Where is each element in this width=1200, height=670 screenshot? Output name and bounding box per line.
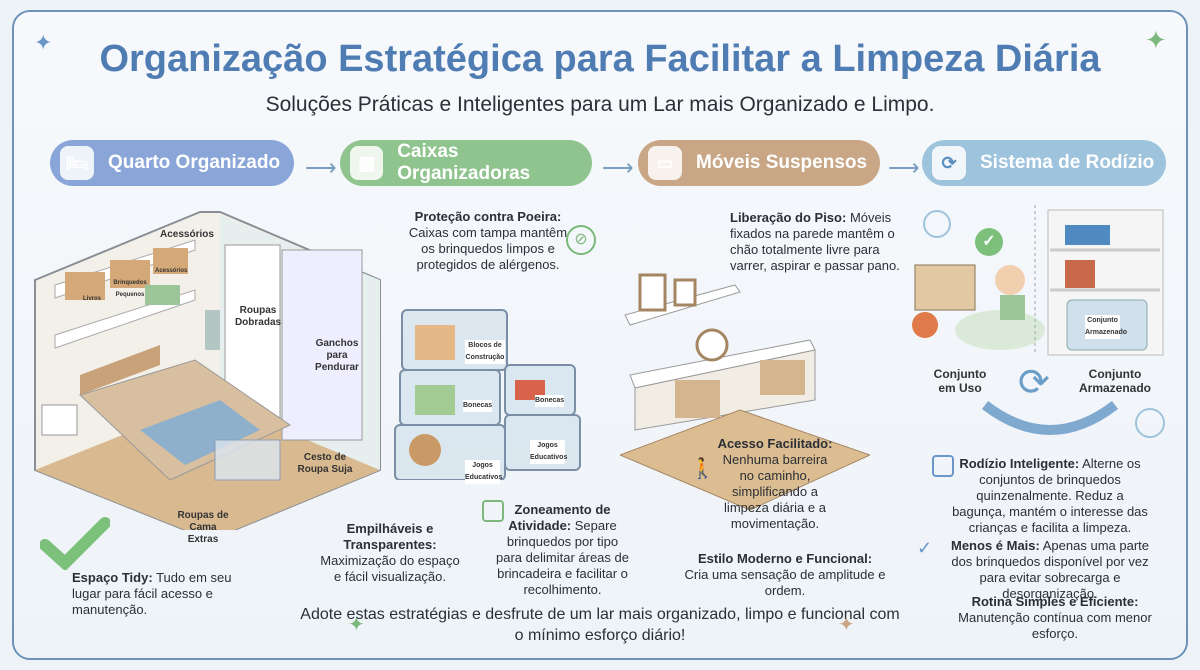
label-ganchos: Ganchos para Pendurar bbox=[315, 338, 359, 373]
bin-label: Conjunto Armazenado bbox=[1085, 315, 1127, 339]
calendar-icon bbox=[932, 455, 954, 477]
note-acesso-facilitado: Acesso Facilitado:Nenhuma barreira no ca… bbox=[717, 436, 833, 531]
step-label: Móveis Suspensos bbox=[696, 152, 868, 173]
box-label: Bonecas bbox=[463, 400, 493, 412]
note-rotina-simples: Rotina Simples e Eficiente:Manutenção co… bbox=[958, 594, 1152, 641]
step-label: Quarto Organizado bbox=[108, 152, 281, 173]
label-livros: Livros bbox=[83, 296, 102, 302]
arrow-right-icon: ⟶ bbox=[602, 155, 634, 180]
box-label: Bonecas bbox=[535, 395, 565, 407]
box-label: Blocos de Construção bbox=[465, 340, 505, 364]
boxes-icon: ▦ bbox=[350, 146, 384, 180]
label-cesto: Cesto de Roupa Suja bbox=[297, 452, 353, 475]
sparkle-icon: ✦ bbox=[34, 30, 53, 55]
bedroom-illustration bbox=[34, 211, 381, 530]
note-empilhaveis: Empilháveis e Transparentes:Maximização … bbox=[320, 521, 460, 584]
no-dust-icon: ⊘ bbox=[566, 225, 596, 255]
arrow-right-icon: ⟶ bbox=[888, 155, 920, 180]
label-conjunto-em-uso: Conjunto em Uso bbox=[933, 367, 987, 395]
label-acessorios: Acessórios bbox=[160, 229, 214, 240]
shelf-icon: ▭ bbox=[648, 146, 682, 180]
note-menos-e-mais: Menos é Mais: Apenas uma parte dos brinq… bbox=[951, 538, 1149, 601]
clock-icon bbox=[1135, 408, 1165, 438]
page-title: Organização Estratégica para Facilitar a… bbox=[99, 38, 1101, 80]
walking-person-icon: 🚶 bbox=[690, 458, 715, 480]
sparkle-icon: ✦ bbox=[838, 614, 855, 636]
floating-furniture-illustration bbox=[620, 273, 870, 511]
label-roupas-cama: Roupas de Cama Extras bbox=[177, 510, 229, 545]
label-roupas-dobradas: Roupas Dobradas bbox=[234, 305, 282, 328]
footer-message: Adote estas estratégias e desfrute de um… bbox=[300, 606, 900, 644]
check-badge-icon: ✓ bbox=[975, 228, 1003, 256]
label-brinquedos-pequenos: Brinquedos Pequenos bbox=[113, 280, 147, 298]
clock-icon bbox=[923, 210, 951, 238]
cycle-arrows-icon: ⟳ bbox=[1018, 362, 1050, 404]
arrow-right-icon: ⟶ bbox=[305, 155, 337, 180]
page-subtitle: Soluções Práticas e Inteligentes para um… bbox=[265, 93, 935, 116]
note-rodizio-inteligente: Rodízio Inteligente: Alterne os conjunto… bbox=[952, 456, 1148, 535]
step-label: Caixas Organizadoras bbox=[397, 141, 531, 184]
sparkle-icon: ✦ bbox=[1145, 25, 1167, 55]
note-zoneamento: Zoneamento de Atividade: Separe brinqued… bbox=[496, 502, 629, 597]
note-protecao-poeira: Proteção contra Poeira:Caixas com tampa … bbox=[408, 209, 568, 272]
label-conjunto-armazenado: Conjunto Armazenado bbox=[1078, 367, 1152, 395]
box-label: Jogos Educativos bbox=[530, 440, 567, 464]
step-caixas-organizadoras: ▦ Caixas Organizadoras bbox=[340, 140, 592, 186]
exchange-arrow-icon bbox=[981, 401, 1119, 435]
step-quarto-organizado: 🛏 Quarto Organizado bbox=[50, 140, 294, 186]
rotation-illustration bbox=[912, 205, 1164, 356]
step-moveis-suspensos: ▭ Móveis Suspensos bbox=[638, 140, 880, 186]
note-estilo-moderno: Estilo Moderno e Funcional:Cria uma sens… bbox=[684, 551, 886, 598]
sparkle-icon: ✦ bbox=[348, 614, 365, 636]
label-acessorios-box: Acessórios bbox=[155, 268, 188, 274]
check-circle-icon: ✓ bbox=[917, 538, 933, 558]
step-sistema-rodizio: ⟳ Sistema de Rodízio bbox=[922, 140, 1166, 186]
step-label: Sistema de Rodízio bbox=[980, 152, 1155, 173]
bed-icon: 🛏 bbox=[60, 146, 94, 180]
box-label: Jogos Educativos bbox=[465, 460, 502, 484]
note-espaco-tidy: Espaço Tidy: Tudo em seu lugar para fáci… bbox=[72, 570, 232, 617]
rotate-icon: ⟳ bbox=[932, 146, 966, 180]
zoning-icon bbox=[482, 500, 504, 522]
note-liberacao-piso: Liberação do Piso: Móveis fixados na par… bbox=[730, 210, 900, 273]
checkmark-icon bbox=[40, 517, 110, 570]
